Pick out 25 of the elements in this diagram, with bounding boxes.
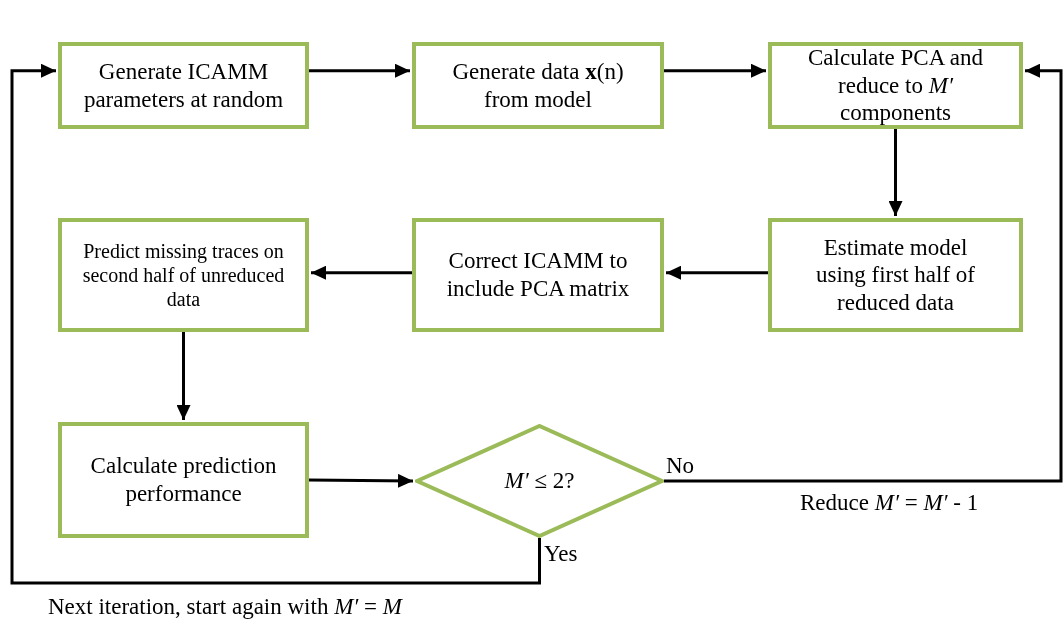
box-text: Generate ICAMM parameters at random bbox=[82, 57, 285, 114]
arrow bbox=[311, 265, 412, 280]
arrow bbox=[666, 265, 768, 280]
arrow bbox=[10, 63, 541, 585]
box-text: Generate data x(n) from model bbox=[451, 57, 625, 114]
process-box bbox=[58, 218, 309, 332]
process-box bbox=[412, 218, 664, 332]
arrow bbox=[664, 63, 1063, 483]
process-box bbox=[768, 218, 1023, 332]
box-text: Estimate model using first half of reduced data bbox=[814, 233, 977, 317]
decision-diamond bbox=[415, 424, 664, 538]
arrow bbox=[309, 473, 413, 488]
process-box bbox=[768, 42, 1023, 129]
process-box bbox=[412, 42, 664, 129]
arrow bbox=[309, 63, 410, 78]
box-text: Calculate PCA and reduce to M′ components bbox=[807, 44, 984, 127]
decision-text: M′ ≤ 2? bbox=[504, 467, 575, 495]
process-box bbox=[58, 42, 309, 129]
box-text: Calculate prediction performance bbox=[89, 452, 278, 508]
box-text: Correct ICAMM to include PCA matrix bbox=[445, 247, 631, 303]
arrow bbox=[664, 63, 766, 78]
box-text: Predict missing traces on second half of unreduced data bbox=[81, 239, 286, 311]
process-box bbox=[58, 422, 309, 538]
arrow bbox=[888, 129, 903, 216]
arrow bbox=[176, 332, 191, 420]
